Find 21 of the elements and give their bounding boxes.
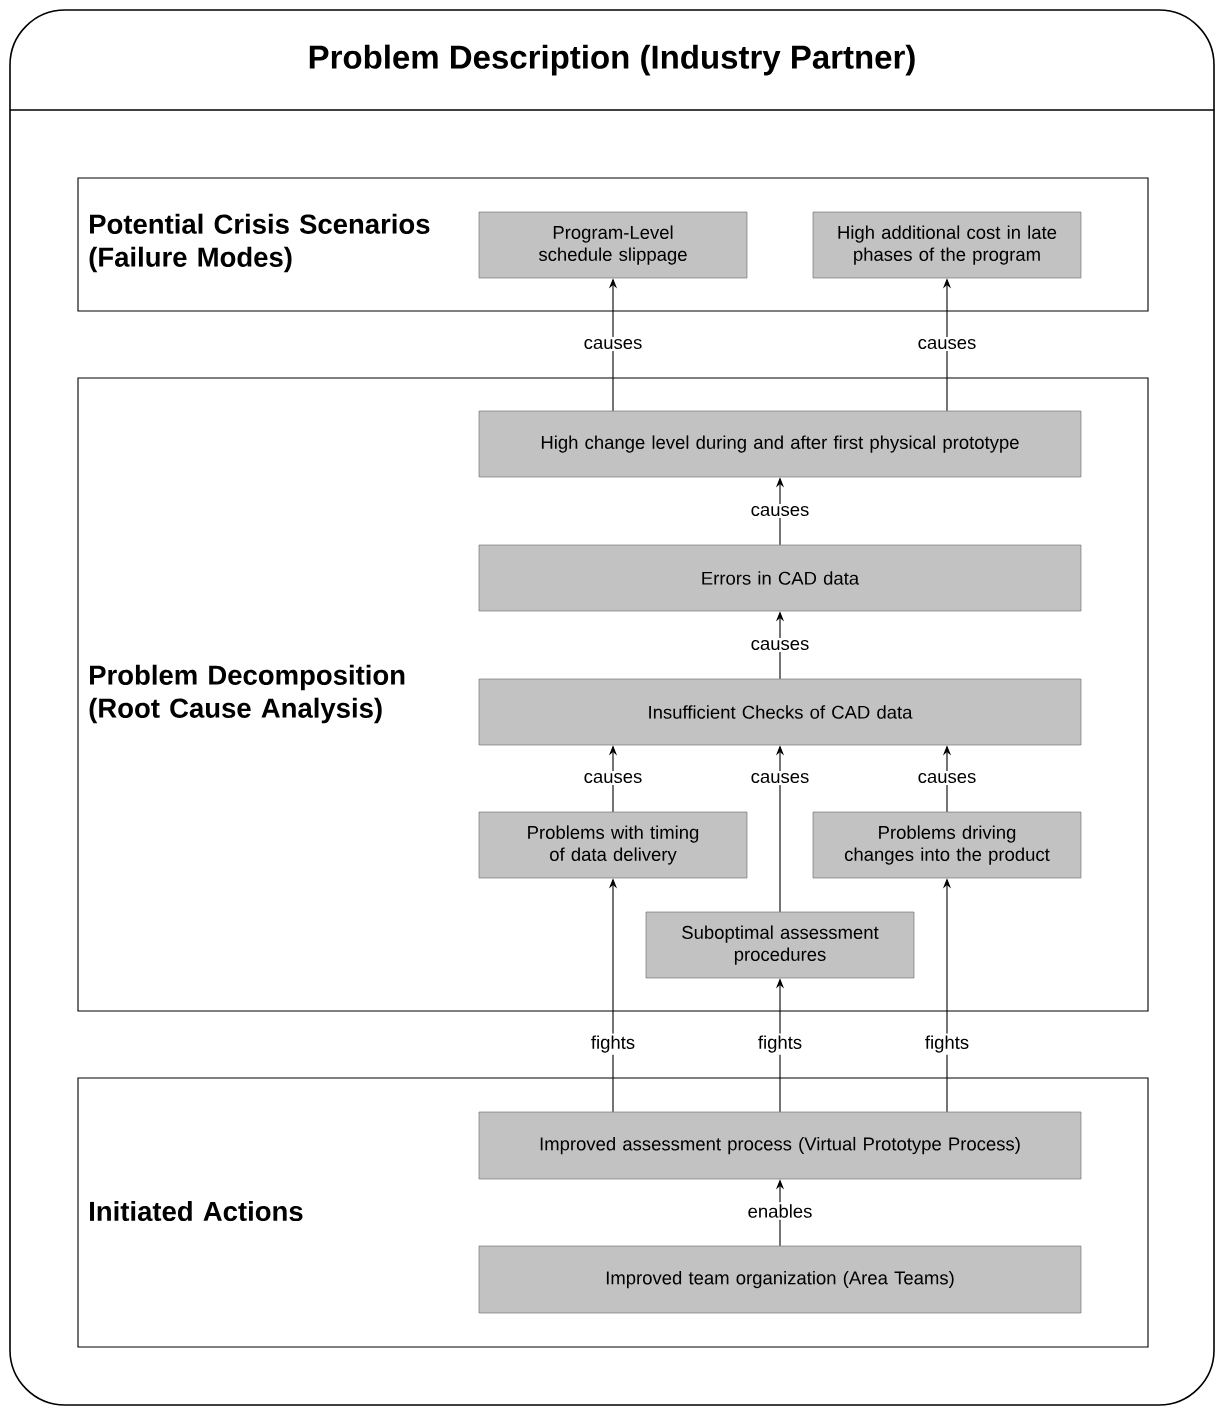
process-box: Improved team organization (Area Teams) xyxy=(478,1245,1082,1314)
edge-label: causes xyxy=(915,336,979,352)
process-box: High change level during and after first physical prototype xyxy=(478,410,1082,478)
process-box: Suboptimal assessment procedures xyxy=(645,911,915,979)
edge-label: causes xyxy=(581,770,645,786)
edge-label: fights xyxy=(922,1033,972,1055)
process-box: High additional cost in late phases of the program xyxy=(812,211,1082,279)
edge-label: causes xyxy=(748,503,812,519)
edge-label: causes xyxy=(581,336,645,352)
edge-label: causes xyxy=(748,637,812,653)
process-box: Errors in CAD data xyxy=(478,544,1082,612)
edge-label: fights xyxy=(588,1033,638,1055)
process-box: Problems driving changes into the product xyxy=(812,811,1082,879)
edge-label: causes xyxy=(915,770,979,786)
process-box: Insufficient Checks of CAD data xyxy=(478,678,1082,746)
edge-label: enables xyxy=(745,1202,815,1220)
process-box: Program-Level schedule slippage xyxy=(478,211,748,279)
edge-label: fights xyxy=(755,1033,805,1055)
process-box: Problems with timing of data delivery xyxy=(478,811,748,879)
process-box: Improved assessment process (Virtual Prototype Process) xyxy=(478,1111,1082,1180)
edge-label: causes xyxy=(748,770,812,786)
